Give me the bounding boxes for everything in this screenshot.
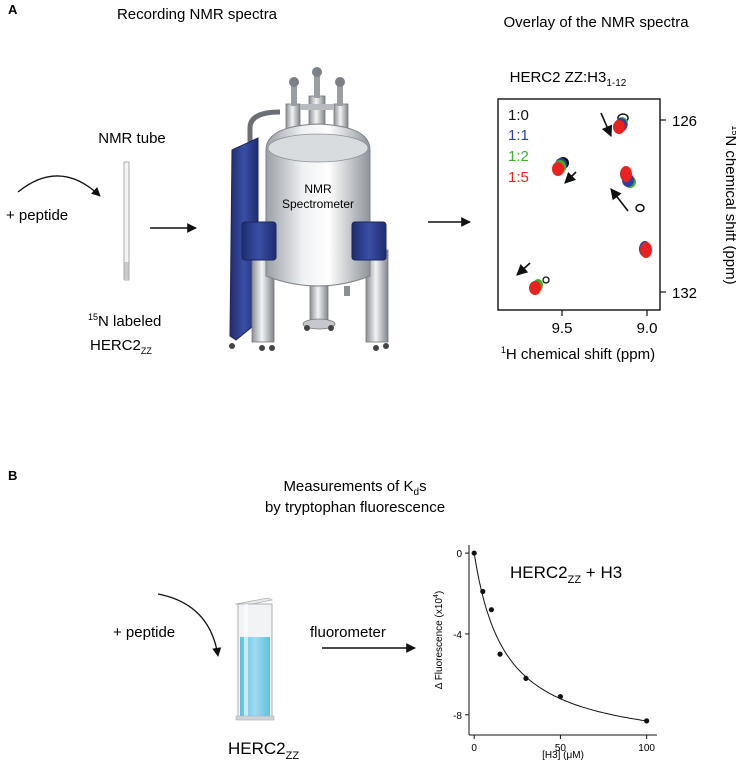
chart-annotation: HERC2ZZ + H3 bbox=[510, 563, 622, 586]
ratio-legend: 1:0 1:1 1:2 1:5 bbox=[508, 107, 529, 186]
spectrometer-label-line2: Spectrometer bbox=[282, 197, 354, 211]
fluorometer-label: fluorometer bbox=[310, 624, 386, 641]
panel-b: B Measurements of Kds by tryptophan fluo… bbox=[8, 468, 657, 762]
x-tick-9-5: 9.5 bbox=[552, 320, 573, 337]
y-tick-132: 132 bbox=[672, 285, 697, 302]
panel-b-title-line1: Measurements of Kds bbox=[283, 478, 426, 498]
chart-x-label: [H3] (μM) bbox=[542, 750, 584, 761]
y-tick-label: 0 bbox=[456, 549, 462, 560]
x-tick-label: 100 bbox=[638, 743, 655, 754]
peak-cluster-1 bbox=[613, 113, 629, 134]
spectrometer-label-line1: NMR bbox=[304, 182, 332, 196]
spectrum-y-label: 15N chemical shift (ppm) bbox=[722, 125, 736, 284]
spectrum-y-axis: 126 132 15N chemical shift (ppm) bbox=[660, 113, 736, 302]
data-point bbox=[557, 693, 564, 700]
nmr-tube bbox=[123, 161, 130, 281]
y-tick-label: -4 bbox=[453, 630, 462, 641]
spectrum-title: HERC2 ZZ:H31-12 bbox=[510, 69, 627, 89]
ratio-1-5: 1:5 bbox=[508, 169, 529, 186]
y-tick-126: 126 bbox=[672, 113, 697, 130]
ratio-1-0: 1:0 bbox=[508, 107, 529, 124]
y-tick-label: -8 bbox=[453, 711, 462, 722]
spectrum-x-label: 1H chemical shift (ppm) bbox=[501, 345, 655, 363]
panel-b-label: B bbox=[8, 468, 17, 483]
data-point bbox=[497, 651, 503, 657]
spectrum-x-axis: 9.5 9.0 1H chemical shift (ppm) bbox=[501, 310, 658, 363]
peak-cluster-2 bbox=[552, 157, 569, 176]
data-point bbox=[488, 607, 495, 613]
x-tick-label: 0 bbox=[471, 743, 477, 754]
ratio-1-2: 1:2 bbox=[508, 148, 529, 165]
peptide-label-b: + peptide bbox=[113, 624, 175, 641]
cuvette-sample-label: HERC2ZZ bbox=[228, 739, 299, 762]
x-tick-label: 50 bbox=[555, 743, 567, 754]
data-point bbox=[480, 588, 486, 595]
panel-a-label: A bbox=[8, 2, 18, 17]
data-point bbox=[644, 718, 650, 724]
ratio-1-1: 1:1 bbox=[508, 127, 529, 144]
peptide-addition-arrow bbox=[17, 175, 101, 197]
sample-label-line1: 15N labeled bbox=[88, 312, 161, 330]
peptide-addition-arrow-b bbox=[157, 593, 222, 657]
panel-a-title-right: Overlay of the NMR spectra bbox=[503, 14, 689, 31]
binding-curve-chart: 0 50 100 0 -4 -8 HERC2ZZ + H3 [H3] (μM) Δ Flu… bbox=[433, 545, 657, 761]
cuvette-illustration bbox=[234, 597, 275, 721]
x-tick-9-0: 9.0 bbox=[637, 320, 658, 337]
chart-y-label: Δ Fluorescence (x104) bbox=[433, 591, 445, 689]
data-point bbox=[523, 675, 529, 682]
panel-a: A Recording NMR spectra Overlay of the N… bbox=[6, 2, 736, 363]
sample-label-line2: HERC2ZZ bbox=[90, 337, 152, 356]
nmr-tube-label: NMR tube bbox=[98, 130, 166, 147]
peptide-label-a: + peptide bbox=[6, 207, 68, 224]
panel-b-title-line2: by tryptophan fluorescence bbox=[265, 499, 445, 516]
nmr-peaks bbox=[516, 112, 652, 295]
peak-cluster-5 bbox=[529, 276, 550, 295]
peak-cluster-3 bbox=[620, 166, 645, 213]
peak-cluster-4 bbox=[639, 241, 652, 258]
nmr-spectrometer-illustration: NMR Spectrometer bbox=[229, 67, 389, 351]
panel-a-title-left: Recording NMR spectra bbox=[117, 6, 278, 23]
data-point bbox=[471, 550, 477, 556]
